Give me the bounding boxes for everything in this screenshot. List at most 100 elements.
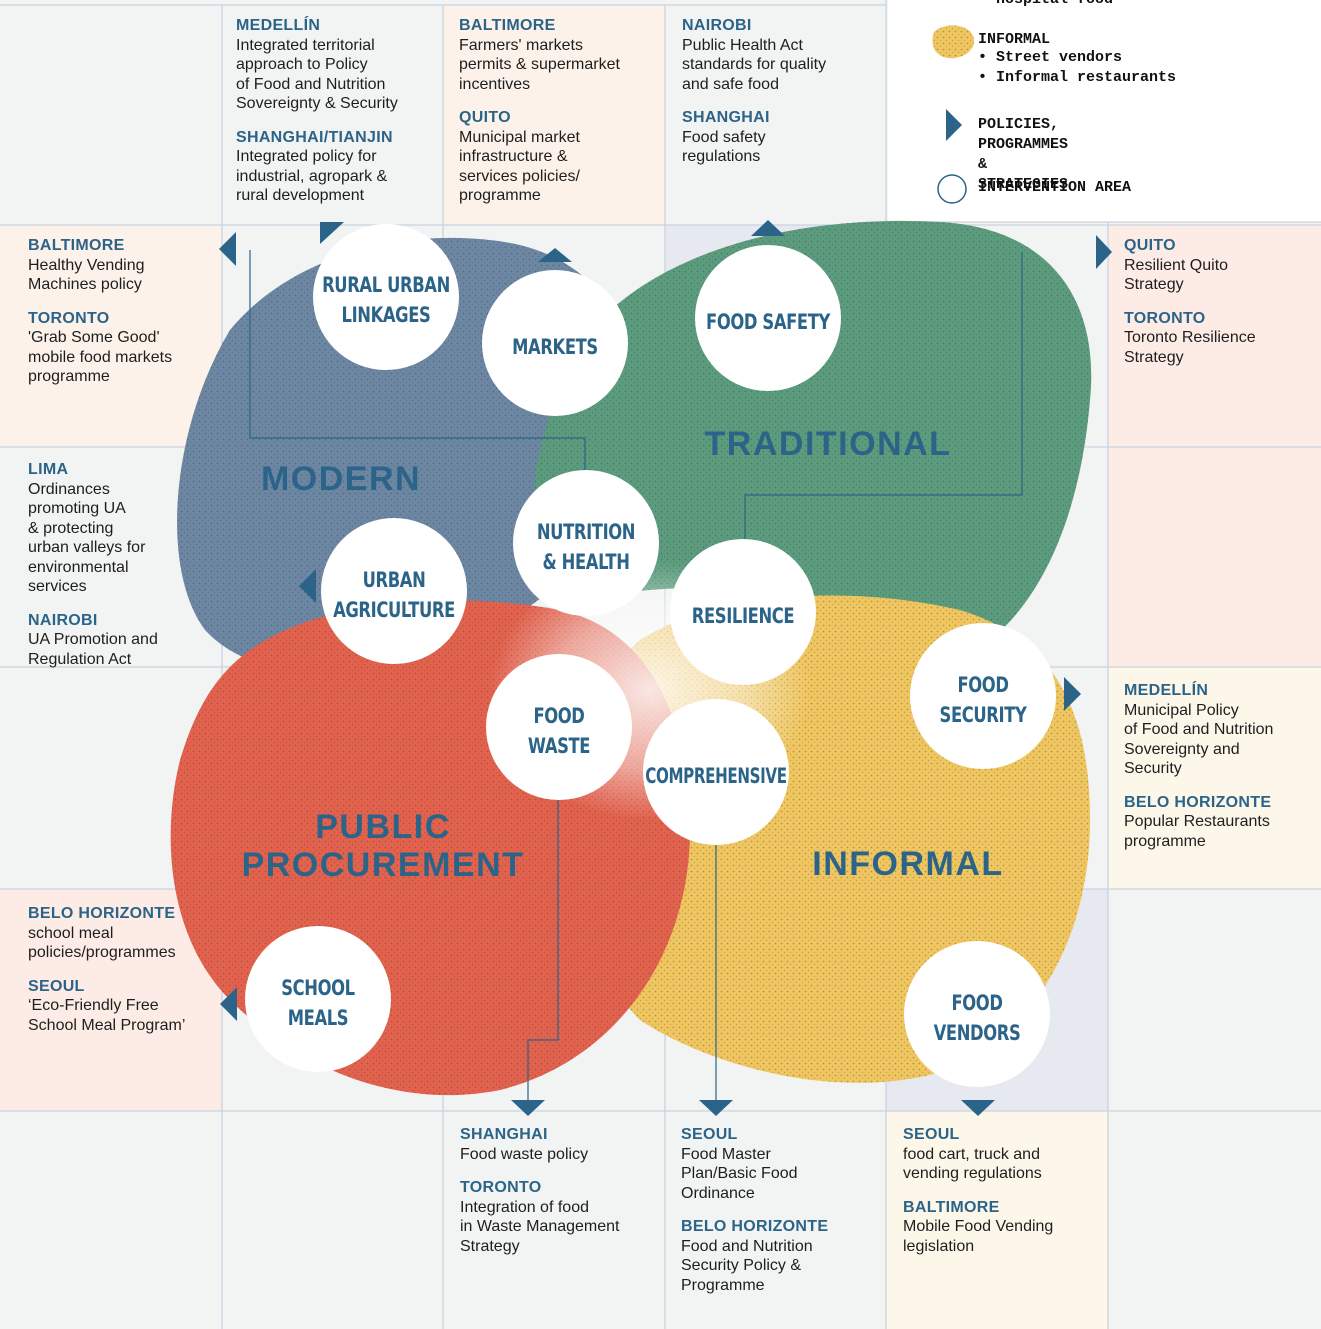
policy-block-right-medellin: MEDELLÍN Municipal Policy of Food and Nut…: [1124, 681, 1273, 865]
policy-text: Food waste policy: [460, 1145, 589, 1163]
policy-city: MEDELLÍN: [1124, 682, 1209, 699]
area-label-food-waste: WASTE: [528, 735, 590, 758]
cell-tint: [0, 225, 222, 447]
area-circle-food-security: [910, 623, 1056, 769]
sector-label-modern: MODERN: [261, 460, 421, 498]
policy-arrows: [219, 220, 1112, 1116]
arrow-icon: [751, 220, 785, 236]
area-circle-markets: [482, 270, 628, 416]
area-label-markets: MARKETS: [512, 336, 598, 359]
arrow-icon: [511, 1100, 545, 1116]
policy-block-bottom-seoul: SEOUL Food Master Plan/Basic Food Ordinan…: [681, 1125, 828, 1309]
policy-city: SEOUL: [28, 977, 85, 995]
area-label-food-vendors: FOOD: [951, 992, 1002, 1015]
sector-traditional-blob: [534, 220, 1092, 640]
policy-city: QUITO: [1124, 237, 1176, 254]
cell-tint: [1108, 447, 1321, 667]
arrow-icon: [1064, 677, 1081, 711]
area-label-nutrition: & HEALTH: [542, 551, 629, 574]
area-label-school-meals: MEALS: [288, 1007, 348, 1030]
policy-city: BALTIMORE: [28, 237, 125, 254]
area-label-urban-agriculture: AGRICULTURE: [333, 599, 455, 622]
policy-city: SEOUL: [681, 1126, 738, 1143]
policy-city: BELO HORIZONTE: [1124, 793, 1272, 811]
policy-entry: BALTIMORE Healthy Vending Machines policy: [28, 236, 172, 295]
policy-city: BALTIMORE: [903, 1198, 1000, 1216]
sector-label-informal: INFORMAL: [812, 845, 1003, 883]
arrow-icon: [961, 1100, 995, 1116]
area-circle-urban-agriculture: [321, 518, 467, 664]
policy-city: SHANGHAI: [460, 1126, 548, 1143]
legend-hospital-item: • hospital food: [978, 0, 1113, 8]
area-label-rural-urban: LINKAGES: [342, 304, 431, 327]
policy-city: QUITO: [459, 109, 511, 126]
policy-city: TORONTO: [28, 309, 110, 327]
area-label-food-security: FOOD: [957, 674, 1008, 697]
policy-entry: TORONTO 'Grab Some Good' mobile food mark…: [28, 309, 172, 387]
policy-block-left-baltimore: BALTIMORE Healthy Vending Machines policy…: [28, 236, 172, 401]
policy-city: TORONTO: [1124, 309, 1206, 327]
policy-arrow-icon: [946, 109, 962, 141]
policy-text: Public Health Act standards for quality …: [682, 36, 827, 93]
connector-lines: [249, 250, 1023, 1100]
arrow-icon: [320, 222, 344, 244]
policy-entry: SEOUL ‘Eco-Friendly Free School Meal Prog…: [28, 977, 185, 1036]
policy-text: Healthy Vending Machines policy: [28, 256, 145, 294]
cell-tint: [1108, 225, 1321, 447]
area-label-food-security: SECURITY: [940, 704, 1028, 727]
policy-entry: MEDELLÍN Municipal Policy of Food and Nut…: [1124, 681, 1273, 779]
policy-entry: SHANGHAI Food waste policy: [460, 1125, 619, 1164]
policy-city: SHANGHAI/TIANJIN: [236, 128, 393, 146]
policy-text: Toronto Resilience Strategy: [1124, 329, 1256, 366]
area-circle-resilience: [670, 539, 816, 685]
area-circle-food-safety: [695, 245, 841, 391]
legend-informal-item: • Street vendors: [978, 49, 1123, 66]
area-label-school-meals: SCHOOL: [281, 977, 355, 1000]
policy-entry: NAIROBI Public Health Act standards for q…: [682, 16, 826, 94]
sector-label-procurement: PROCUREMENT: [242, 846, 525, 884]
area-label-urban-agriculture: URBAN: [363, 569, 426, 592]
policy-city: MEDELLÍN: [236, 17, 321, 34]
policy-text: ‘Eco-Friendly Free School Meal Program’: [28, 997, 186, 1034]
legend-informal-item: • Informal restaurants: [978, 69, 1177, 86]
arrow-icon: [699, 1100, 733, 1116]
policy-entry: QUITO Municipal market infrastructure & s…: [459, 108, 620, 206]
policy-text: Food Master Plan/Basic Food Ordinance: [681, 1145, 798, 1202]
area-circle-food-waste: [486, 654, 632, 800]
policy-text: Popular Restaurants programme: [1124, 813, 1270, 850]
legend-informal: INFORMAL • Street vendors • Informal res…: [978, 31, 1176, 88]
policy-text: Mobile Food Vending legislation: [903, 1218, 1054, 1255]
policy-entry: BELO HORIZONTE Popular Restaurants progra…: [1124, 793, 1273, 852]
policy-city: NAIROBI: [682, 17, 752, 34]
arrow-icon: [1096, 235, 1112, 269]
policy-text: Municipal market infrastructure & servic…: [459, 128, 580, 205]
legend-graphics: [932, 25, 975, 204]
area-label-food-vendors: VENDORS: [934, 1022, 1021, 1045]
policy-text: UA Promotion and Regulation Act: [28, 631, 158, 668]
legend-policies-label: POLICIES, PROGRAMMES & STRATEGIES: [978, 116, 1069, 193]
policy-text: Municipal Policy of Food and Nutrition S…: [1124, 701, 1274, 778]
arrow-icon: [299, 569, 316, 603]
policy-text: Ordinances promoting UA & protecting urb…: [28, 480, 146, 596]
policy-city: SHANGHAI: [682, 109, 770, 126]
sector-label-traditional: TRADITIONAL: [705, 425, 952, 463]
policy-entry: TORONTO Toronto Resilience Strategy: [1124, 309, 1256, 368]
cell-tint: [443, 5, 665, 225]
policy-city: SEOUL: [903, 1126, 960, 1143]
area-circle-nutrition: [513, 470, 659, 616]
policy-text: 'Grab Some Good' mobile food markets pro…: [28, 329, 173, 385]
